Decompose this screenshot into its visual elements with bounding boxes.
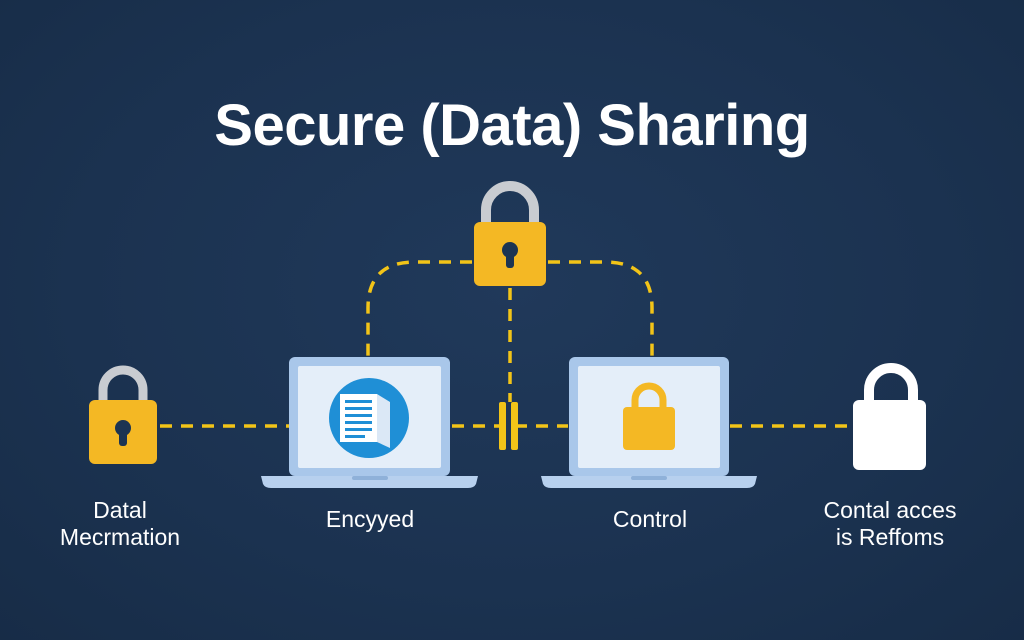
connector-arc-right <box>548 260 654 358</box>
data-information-label-line-2: Mecrmation <box>59 524 181 550</box>
left-padlock-icon <box>89 365 157 464</box>
control-label: Control <box>612 506 688 532</box>
screen-padlock-icon <box>623 382 675 450</box>
document-icon <box>329 378 409 458</box>
data-information-label-line-1: Datal <box>93 497 147 523</box>
encrypted-label: Encyyed <box>325 506 415 532</box>
top-padlock-icon <box>474 181 546 286</box>
control-access-label-line-2: is Reffoms <box>835 524 945 550</box>
connector-coupler <box>499 402 518 450</box>
control-access-label-line-1: Contal acces <box>823 497 957 523</box>
control-access-label: Contal acces is Reffoms <box>800 497 980 551</box>
connector-lines <box>160 260 852 428</box>
data-information-label: Datal Mecrmation <box>40 497 200 551</box>
page-title: Secure (Data) Sharing <box>214 92 810 158</box>
control-laptop-icon <box>541 357 757 488</box>
right-padlock-icon <box>853 363 926 470</box>
connector-arc-left <box>366 260 472 358</box>
encrypted-laptop-icon <box>261 357 478 488</box>
